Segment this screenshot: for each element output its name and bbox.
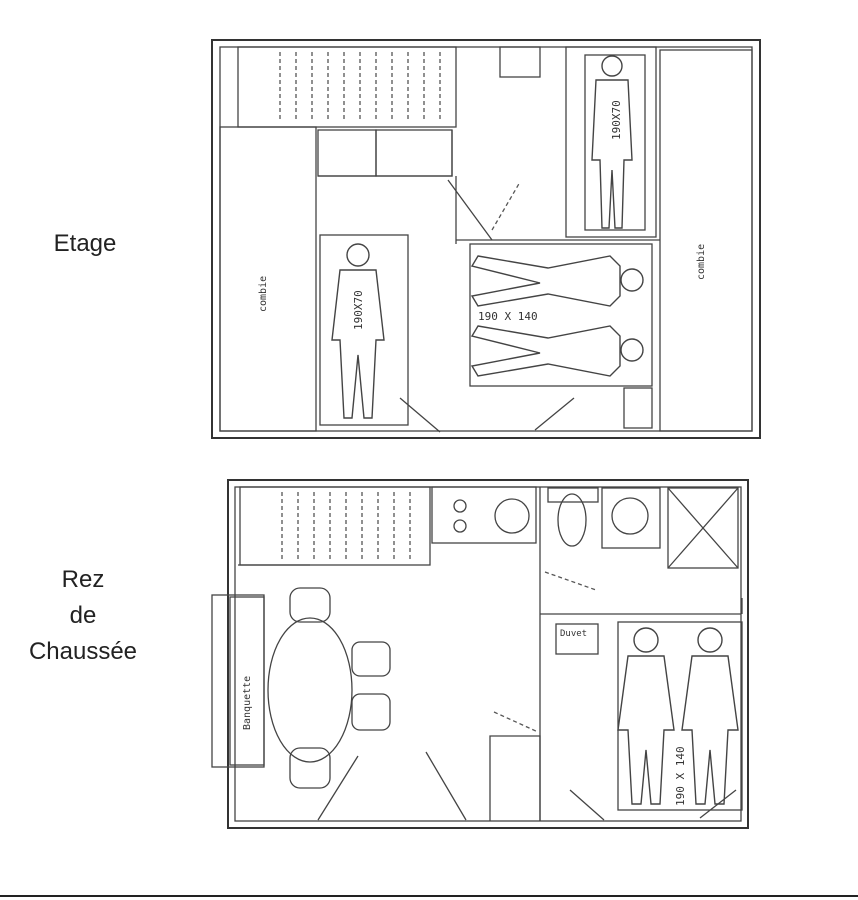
upper-bed-left: 190X70: [319, 234, 409, 426]
upper-closet-1: [317, 129, 377, 177]
upper-bed-left-label: 190X70: [352, 290, 365, 330]
upper-night-table: [623, 387, 653, 429]
floor-label-upper: Etage: [30, 226, 140, 262]
upper-outer-wall: [211, 39, 761, 439]
ground-kitchen-counter: [431, 486, 537, 544]
ground-bench-label: Banquette: [242, 676, 253, 730]
ground-outer-wall: [227, 479, 749, 829]
upper-closet-2: [375, 129, 453, 177]
upper-inner-wall: [219, 46, 753, 432]
upper-attic-right: combie: [659, 49, 753, 432]
chair-top: [289, 587, 331, 623]
ground-dining-table: [267, 587, 391, 789]
floor-label-ground-line1: Rez: [61, 566, 105, 593]
upper-floor-plan: combie 190X70 combie 190X70: [211, 39, 761, 439]
chair-bottom: [289, 747, 331, 789]
ground-bed-double-label: 190 X 140: [674, 746, 687, 806]
toilet: [557, 493, 587, 547]
upper-small-box: [499, 46, 541, 78]
upper-attic-left-label: combie: [258, 276, 269, 312]
floor-label-ground-line3: Chaussée: [28, 638, 138, 665]
ground-floor-plan: Banquette Duvet 190 X 140: [211, 479, 749, 829]
floor-label-upper-text: Etage: [53, 230, 117, 257]
upper-bed-top-label: 190X70: [610, 100, 623, 140]
floor-label-ground-line2: de: [69, 602, 97, 629]
ground-staircase: [238, 486, 431, 566]
floor-label-ground: Rez de Chaussée: [10, 562, 156, 670]
upper-bed-double-label: 190 X 140: [478, 310, 538, 323]
ground-inner-wall: [234, 486, 742, 822]
upper-bed-top: [584, 54, 646, 231]
ground-bed-double: 190 X 140: [617, 621, 743, 811]
upper-attic-left: combie: [219, 126, 317, 432]
ground-bench: Banquette: [211, 594, 265, 768]
upper-room-top: 190X70: [565, 46, 657, 238]
ground-cabinet-label: Duvet: [560, 629, 587, 639]
chair-right-2: [351, 693, 391, 731]
upper-staircase: [237, 46, 457, 128]
upper-attic-right-label: combie: [696, 244, 707, 280]
chair-right-1: [351, 641, 391, 677]
upper-bed-double: 190 X 140: [469, 243, 653, 387]
ground-cabinet: Duvet: [555, 623, 599, 655]
shower: [667, 487, 739, 569]
upper-door-1: [447, 179, 493, 241]
bathroom-sink: [601, 487, 661, 549]
ground-bathroom: [539, 487, 741, 615]
